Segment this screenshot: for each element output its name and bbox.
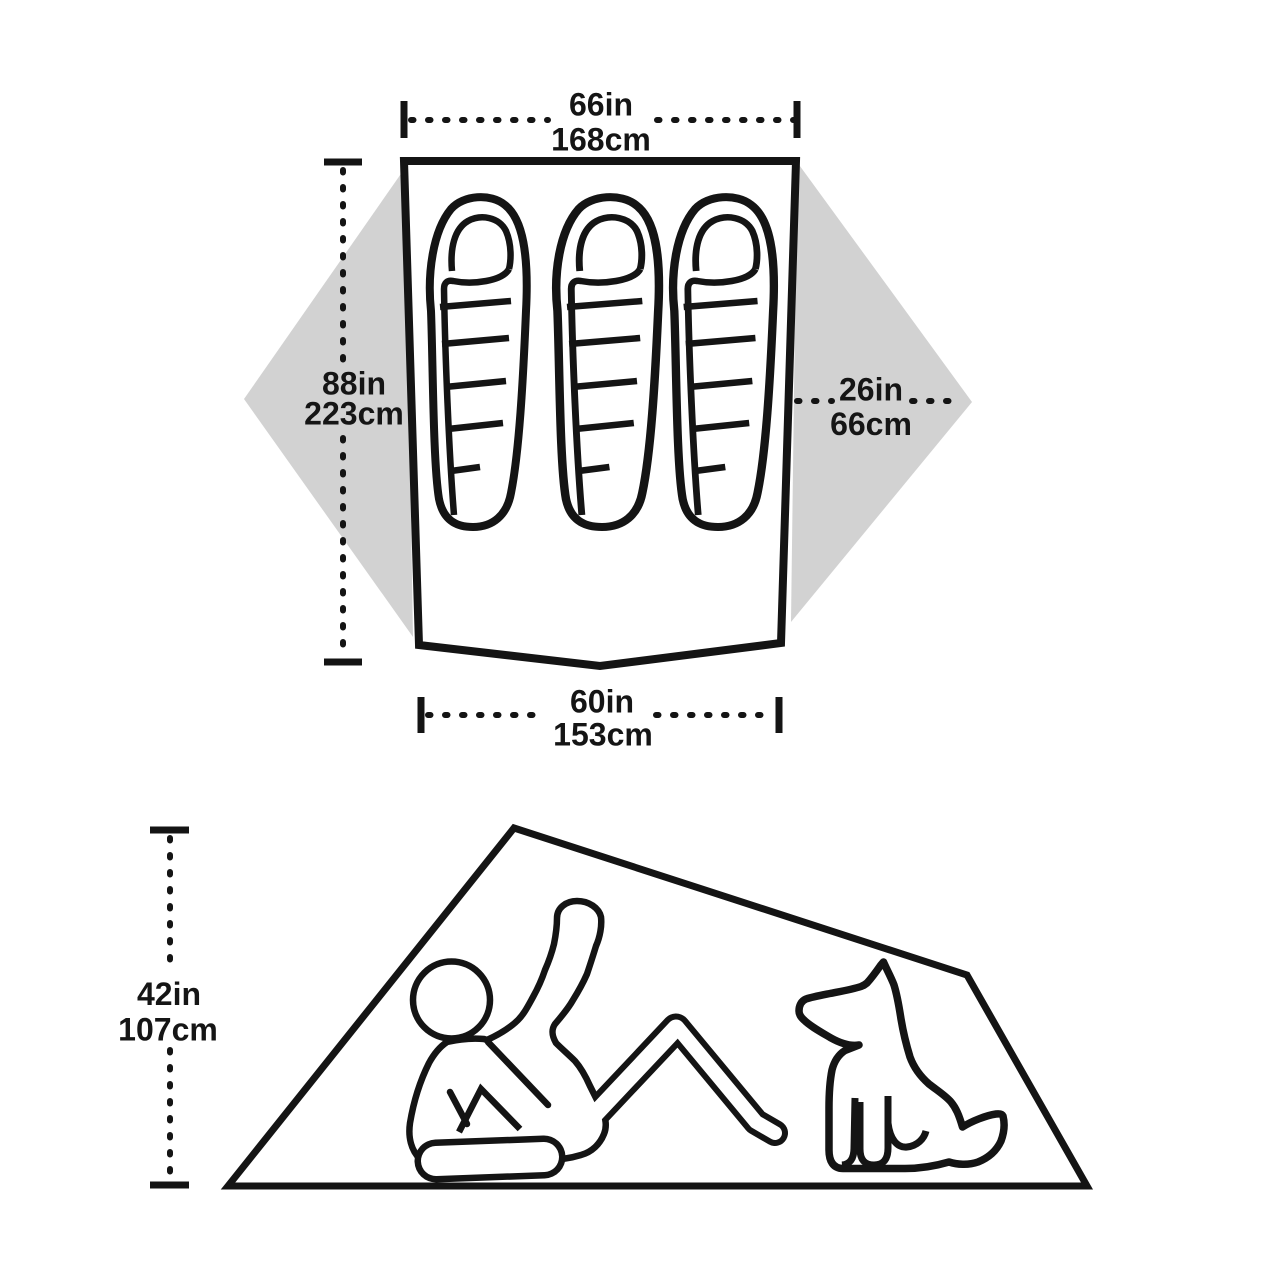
svg-text:42in: 42in <box>137 976 201 1012</box>
svg-text:107cm: 107cm <box>118 1012 218 1048</box>
svg-text:60in: 60in <box>570 684 634 720</box>
svg-text:88in: 88in <box>322 366 386 402</box>
svg-text:66cm: 66cm <box>830 406 912 442</box>
svg-text:223cm: 223cm <box>304 396 404 432</box>
svg-text:66in: 66in <box>569 87 633 123</box>
svg-text:26in: 26in <box>839 372 903 408</box>
svg-text:153cm: 153cm <box>553 717 653 753</box>
svg-text:168cm: 168cm <box>551 122 651 158</box>
